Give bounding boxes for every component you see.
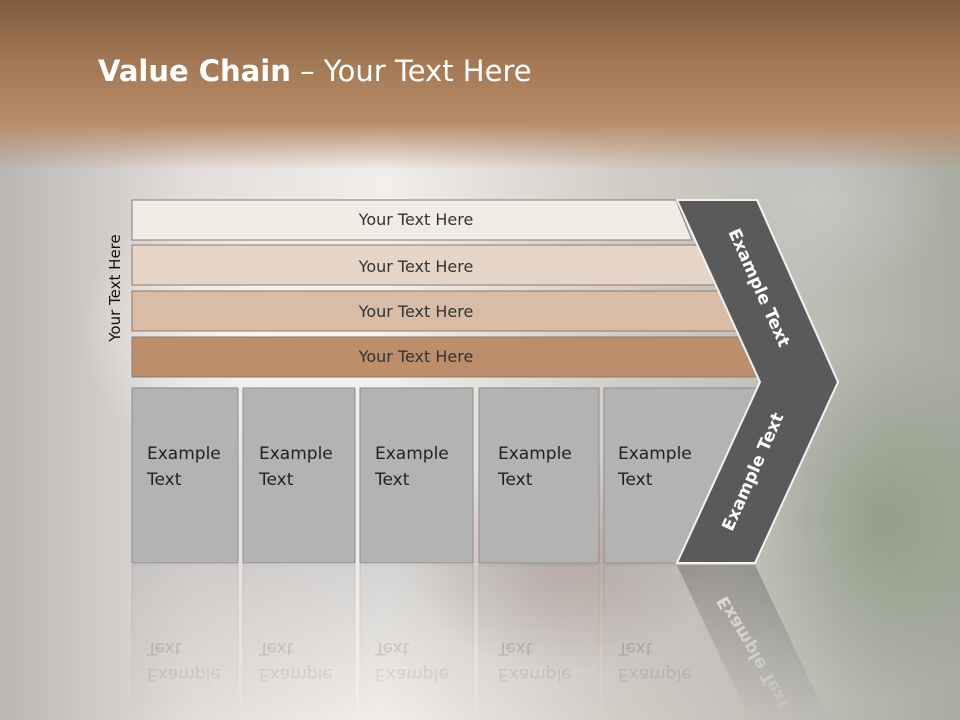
- title-bold: Value Chain: [98, 54, 291, 88]
- box-3-line1: Example: [375, 444, 449, 464]
- box-2-line2: Text: [258, 470, 294, 490]
- slide-title: Value Chain – Your Text Here: [98, 54, 532, 88]
- svg-text:Text: Text: [374, 638, 410, 658]
- chevron-arrow: [675, 199, 840, 564]
- svg-text:Text: Text: [617, 638, 653, 658]
- box-4-line2: Text: [497, 470, 533, 490]
- box-4: [478, 387, 600, 564]
- svg-text:Example: Example: [147, 664, 221, 684]
- svg-text:Example: Example: [375, 664, 449, 684]
- bar-4-label: Your Text Here: [358, 347, 474, 366]
- box-3: [359, 387, 474, 564]
- header-band: [0, 0, 960, 170]
- title-rest: – Your Text Here: [290, 54, 532, 88]
- box-3-line2: Text: [374, 470, 410, 490]
- bar-2-label: Your Text Here: [358, 257, 474, 276]
- svg-text:Text: Text: [497, 638, 533, 658]
- box-5-line1: Example: [618, 444, 692, 464]
- svg-text:Text: Text: [146, 638, 182, 658]
- box-2-line1: Example: [259, 444, 333, 464]
- svg-text:Example: Example: [618, 664, 692, 684]
- bar-1-label: Your Text Here: [358, 210, 474, 229]
- box-5-line2: Text: [617, 470, 653, 490]
- box-1-line2: Text: [146, 470, 182, 490]
- box-1-line1: Example: [147, 444, 221, 464]
- reflection: Example Text Example Text Example Text E…: [131, 564, 829, 720]
- box-2: [242, 387, 356, 564]
- box-4-line1: Example: [498, 444, 572, 464]
- box-1: [131, 387, 239, 564]
- svg-text:Text: Text: [258, 638, 294, 658]
- bar-1: [131, 199, 693, 241]
- svg-text:Example: Example: [498, 664, 572, 684]
- bar-3-label: Your Text Here: [358, 302, 474, 321]
- svg-text:Example: Example: [259, 664, 333, 684]
